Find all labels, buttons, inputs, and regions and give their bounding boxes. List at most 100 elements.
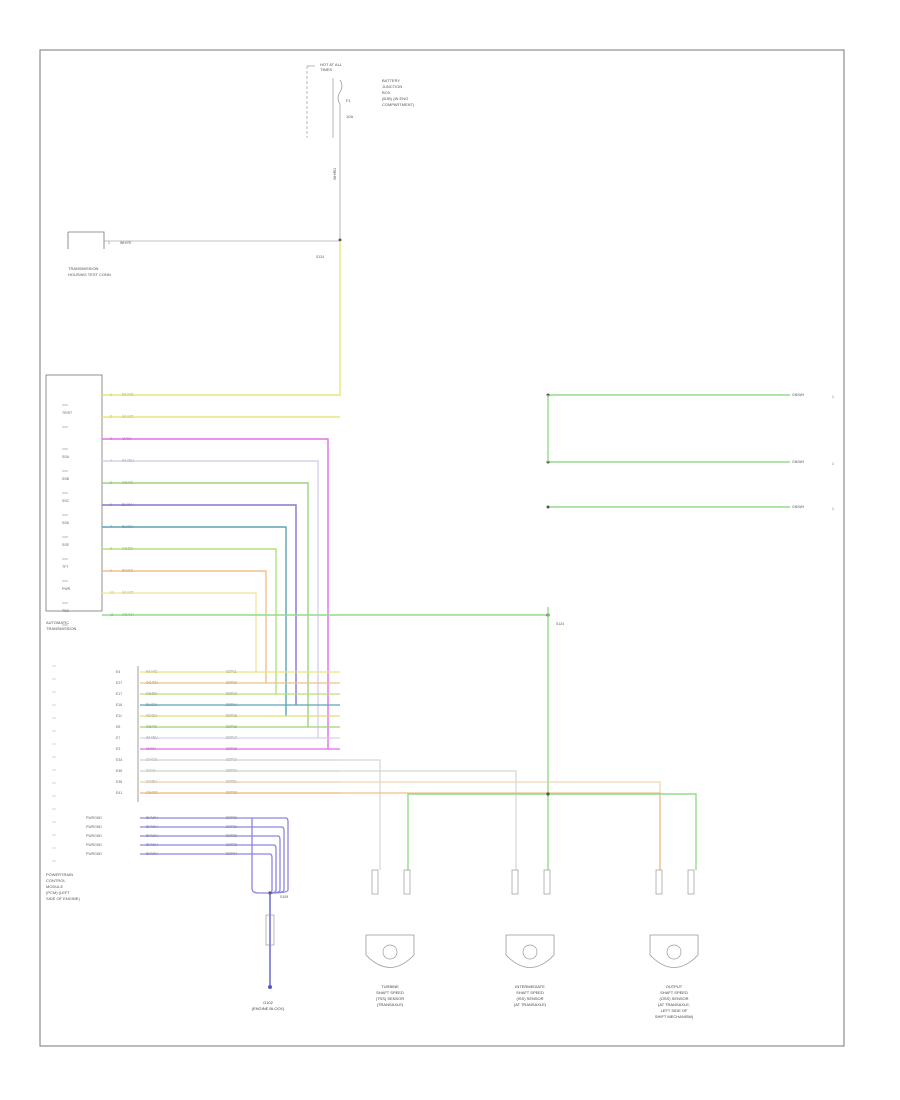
battery-wire-label: WH/RD: [333, 168, 337, 180]
ground-icon: [268, 985, 272, 989]
sensor-connector-pin: [543, 869, 551, 895]
pcm-pin-number: E7: [116, 736, 120, 740]
pcm-pin-number: E8: [116, 725, 120, 729]
sensor-connector-pin: [511, 869, 519, 895]
pcm-block: POWERTRAIN CONTROL MODULE (PCM) (LEFT SI…: [46, 872, 80, 901]
sensor-name: (AT TRANSAXLE,: [658, 1002, 690, 1007]
right-wire-label: GN/WH: [792, 393, 805, 397]
right-wire-ref: 1: [832, 395, 834, 399]
splice-top-label: S124: [316, 255, 324, 259]
diagram-frame: [39, 49, 845, 1047]
splice-right-label: S124: [556, 622, 564, 626]
tcm-terminal-label: SSB: [62, 477, 70, 481]
pcm-label: MODULE: [46, 884, 63, 889]
sensor-body: [505, 934, 555, 968]
tcm-terminal-label: TSS: [62, 609, 69, 613]
tcm-wire: [102, 438, 329, 749]
pcm-pin-list: E4WH/YESBP11E27OG/GNSBP12E17GN/BNSBP13E1…: [52, 607, 697, 894]
battery-source-title: TIMES: [320, 67, 333, 72]
sensor-name: (AT TRANSAXLE): [514, 1002, 547, 1007]
pcm-pin-number: E27: [116, 681, 122, 685]
sensor-name: OUTPUT: [666, 984, 683, 989]
right-wire-label: GN/WH: [792, 460, 805, 464]
tcm-wire: [102, 570, 267, 683]
fuse-label: F1: [346, 98, 351, 103]
right-wire-ref: 1: [832, 462, 834, 466]
pcm-ground-wire: [140, 844, 277, 894]
transmission-connector-name: TRANSMISSION: [68, 266, 99, 271]
pcm-ground-pin: PWRGND: [86, 843, 102, 847]
right-wire-ref: 1: [832, 507, 834, 511]
fuse-box-label: COMPARTMENT): [382, 102, 415, 107]
pcm-pin-number: E4: [116, 670, 120, 674]
ground-point-label: G102: [263, 1000, 274, 1005]
sensor-feed-wire: [140, 770, 517, 870]
right-wire-label: GN/WH: [792, 505, 805, 509]
pcm-pin-number: E11: [116, 714, 122, 718]
fuse-box-label: (BJB) (IN ENG: [382, 96, 408, 101]
sensor-connector-pin: [371, 869, 379, 895]
sensor-name: TURBINE: [381, 984, 399, 989]
tcm-wire: [102, 241, 341, 396]
tcm-wire: [102, 526, 287, 716]
sensor-connector-pin: [687, 869, 695, 895]
pcm-ground-pin: PWRGND: [86, 834, 102, 838]
battery-source: HOT AT ALL TIMES F1 10A BATTERY JUNCTION…: [306, 62, 415, 259]
tcm-wire: [102, 504, 297, 705]
tcm-wire: [102, 592, 257, 672]
tcm-terminal-label: SSE: [62, 543, 70, 547]
pcm-ground-wire: [140, 835, 281, 894]
sensor-connector-pin: [655, 869, 663, 895]
tcm-terminal-label: TR/ST: [62, 411, 73, 415]
ground-group: S109 G102 (ENGINE BLOCK): [252, 891, 288, 1011]
pcm-pin-number: E17: [116, 692, 122, 696]
transmission-connector: 1 WH/YE TRANSMISSION HOUSING TEST CONN: [67, 231, 340, 277]
sensor-name: (OSS) SENSOR: [659, 996, 688, 1001]
sensor-icon: [522, 944, 538, 960]
pcm-ground-wire: [251, 818, 270, 894]
tcm-terminal-label: SSD: [62, 521, 70, 525]
pcm-pin-number: E16: [116, 703, 122, 707]
pcm-pin-number: E41: [116, 791, 122, 795]
fuse-symbol: [337, 79, 343, 105]
sensor-connector-pin: [403, 869, 411, 895]
transmission-connector-wire: WH/YE: [120, 241, 132, 245]
sensor-feed-wire: [140, 759, 381, 870]
automatic-transmission-label: TRANSMISSION: [46, 626, 77, 631]
splice-dot: [546, 505, 550, 509]
pcm-pin-number: E35: [116, 780, 122, 784]
sensor-name: LEFT SIDE OF: [661, 1008, 688, 1013]
pcm-pin-number: E45: [116, 769, 122, 773]
sensor-name: (TRANSAXLE): [377, 1002, 404, 1007]
tcm-wire: [102, 482, 309, 727]
tcm-terminal-label: PWR: [62, 587, 71, 591]
fuse-box-label: BOX: [382, 90, 391, 95]
pcm-pin-number: E3: [116, 747, 120, 751]
pcm-ground-pin: PWRGND: [86, 825, 102, 829]
pcm-pin-number: E34: [116, 758, 122, 762]
fuse-box-label: JUNCTION: [382, 84, 402, 89]
tcm-wire: [102, 548, 277, 694]
tcm-terminal-label: TFT: [62, 565, 69, 569]
pcm-ground-pin: PWRGND: [86, 852, 102, 856]
sensor-icon: [382, 944, 398, 960]
splice-dot: [546, 792, 550, 796]
sensor-name: (ISS) SENSOR: [516, 996, 543, 1001]
fuse-amp: 10A: [346, 114, 353, 119]
transmission-connector-pin: 1: [108, 241, 110, 245]
fuse-box-label: BATTERY: [382, 78, 400, 83]
pcm-ground-wire: [140, 817, 289, 894]
tcm-wire: [102, 460, 319, 738]
ground-splice-label: S109: [280, 895, 288, 899]
tcm-terminal-label: SSC: [62, 499, 70, 503]
pcm-label: POWERTRAIN: [46, 872, 73, 877]
pcm-ground-wire: [140, 826, 285, 894]
tcm-terminal-label: SSA: [62, 455, 70, 459]
automatic-transmission-block: AUTOMATIC TRANSMISSION: [45, 374, 103, 631]
sensor-return-bus: [407, 793, 697, 870]
sensor-body: [649, 934, 699, 968]
